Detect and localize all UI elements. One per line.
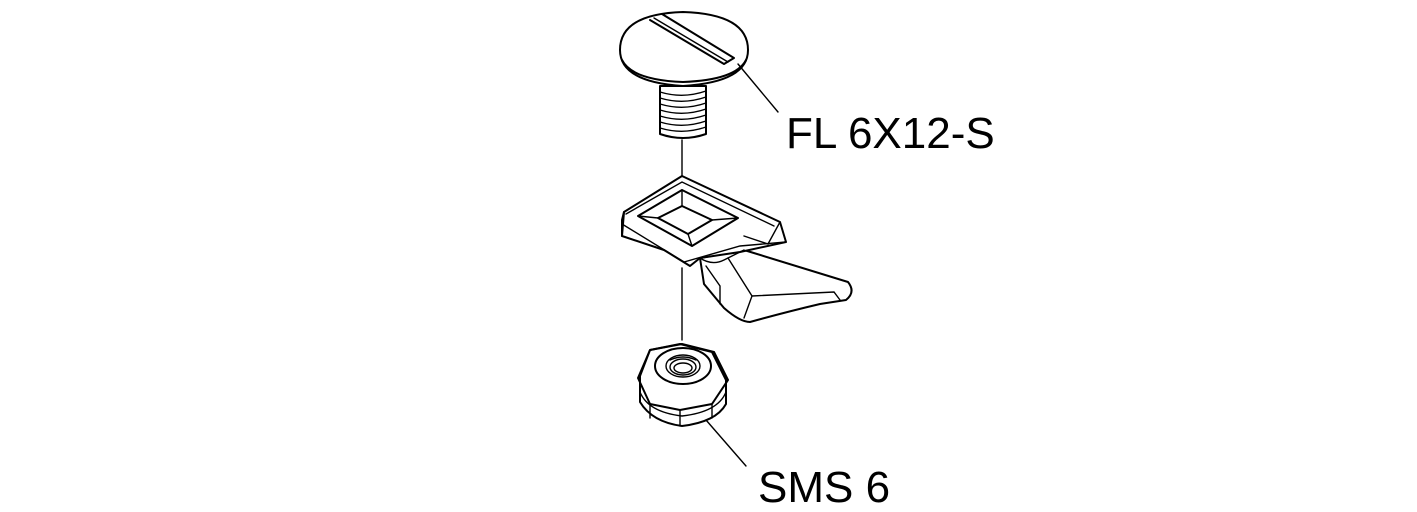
nut-leader-line: [705, 419, 747, 467]
screw-head: [619, 11, 749, 87]
screw-label: FL 6X12-S: [786, 109, 995, 158]
screw-part: [619, 11, 749, 139]
screw-leader-line: [737, 63, 779, 113]
clamp-plate: [621, 175, 853, 323]
nut-part: [637, 343, 729, 427]
nut-label: SMS 6: [758, 463, 890, 512]
screw-thread: [659, 85, 707, 139]
